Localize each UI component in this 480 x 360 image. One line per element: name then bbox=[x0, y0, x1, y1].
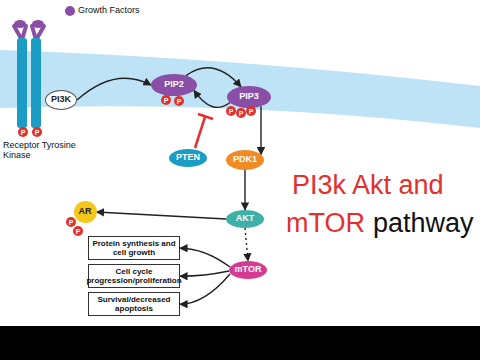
protein-oval: AKT bbox=[226, 210, 264, 228]
node-text: P bbox=[177, 98, 182, 105]
node-text: P bbox=[35, 129, 40, 136]
node-text: AKT bbox=[236, 214, 255, 224]
phosphate-badge: P bbox=[18, 127, 28, 137]
process-box: Survival/decreased apoptosis bbox=[88, 292, 180, 316]
process-box: Cell cycle progression/proliferation bbox=[88, 264, 180, 288]
inhibition-mark bbox=[195, 114, 213, 148]
node-text: AR bbox=[79, 207, 92, 217]
arrow-connector bbox=[244, 170, 245, 210]
growth-factor bbox=[65, 6, 75, 16]
phosphate-badge: P bbox=[73, 226, 83, 236]
title-text: PI3k Akt and bbox=[292, 170, 444, 201]
node-text: Protein synthesis and cell growth bbox=[92, 239, 176, 257]
phosphate-badge: P bbox=[66, 217, 76, 227]
receptor-symbol bbox=[14, 20, 44, 128]
cell-membrane bbox=[0, 50, 480, 128]
receptor-circle: AR bbox=[74, 201, 97, 223]
node-text: P bbox=[249, 108, 254, 115]
enzyme-oval: PI3K bbox=[45, 90, 77, 110]
node-text: mTOR bbox=[235, 265, 262, 275]
arrow-connector bbox=[97, 212, 227, 219]
node-text: P bbox=[76, 228, 81, 235]
arrow-connector bbox=[180, 271, 229, 276]
node-text: P bbox=[239, 110, 244, 117]
node-text: P bbox=[69, 219, 74, 226]
phosphate-badge: P bbox=[246, 106, 256, 116]
arrow-connector bbox=[77, 78, 151, 100]
node-text: Cell cycle progression/proliferation bbox=[86, 267, 181, 285]
node-text: P bbox=[229, 108, 234, 115]
node-text: PI3K bbox=[51, 95, 71, 105]
node-text: P bbox=[21, 129, 26, 136]
title-text: mTOR bbox=[286, 208, 365, 239]
phosphate-badge: P bbox=[161, 95, 171, 105]
phosphate-badge: P bbox=[226, 106, 236, 116]
protein-oval: mTOR bbox=[229, 261, 267, 279]
figure-label: Receptor Tyrosine Kinase bbox=[3, 140, 81, 161]
node-text: PDK1 bbox=[233, 155, 257, 165]
figure-label: Growth Factors bbox=[78, 5, 140, 15]
title-text: pathway bbox=[373, 208, 474, 239]
lipid-oval: PIP2 bbox=[151, 74, 197, 96]
arrow-connector bbox=[180, 248, 230, 267]
arrow-connector bbox=[260, 106, 261, 154]
protein-oval: PDK1 bbox=[226, 150, 264, 170]
protein-oval: PTEN bbox=[169, 149, 207, 167]
node-text: Survival/decreased apoptosis bbox=[92, 295, 176, 313]
node-text: PIP3 bbox=[239, 92, 259, 102]
arrow-connector bbox=[180, 274, 230, 304]
node-text: PIP2 bbox=[164, 80, 184, 90]
arrow-connector bbox=[194, 90, 230, 107]
node-text: PTEN bbox=[176, 153, 200, 163]
node-text: P bbox=[164, 97, 169, 104]
process-box: Protein synthesis and cell growth bbox=[88, 236, 180, 260]
lipid-oval: PIP3 bbox=[227, 86, 271, 108]
phosphate-badge: P bbox=[236, 108, 246, 118]
phosphate-badge: P bbox=[32, 127, 42, 137]
phosphate-badge: P bbox=[174, 96, 184, 106]
arrow-connector bbox=[245, 228, 248, 261]
letterbox-bar bbox=[0, 326, 480, 360]
